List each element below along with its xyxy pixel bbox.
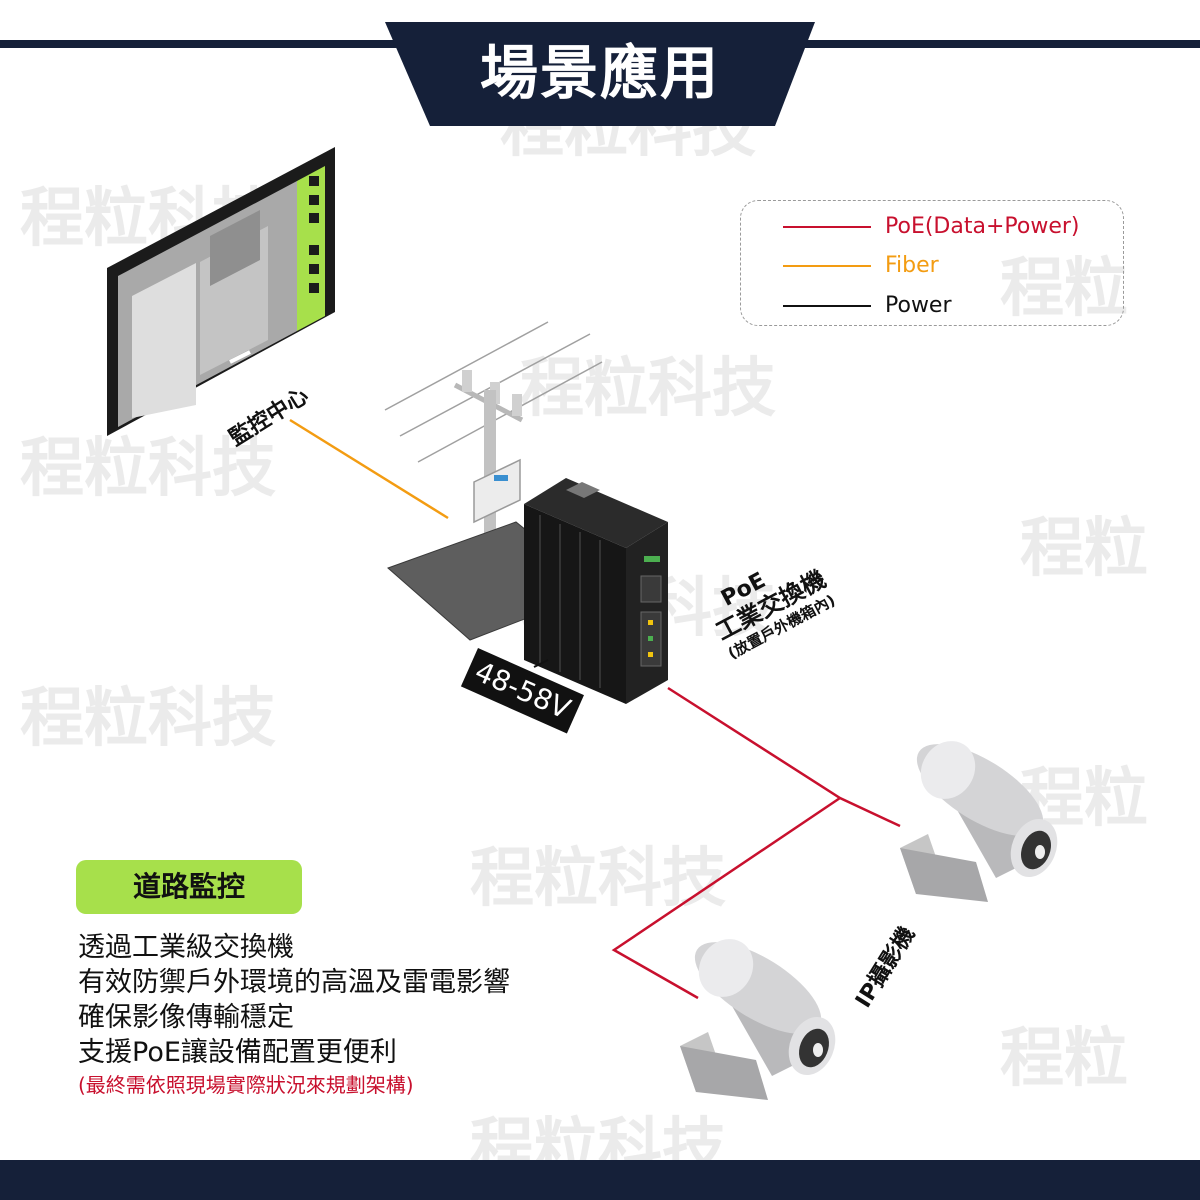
legend-swatch-fiber — [783, 265, 871, 267]
watermark: 程粒科技 — [20, 681, 276, 756]
description-note: (最終需依照現場實際狀況來規劃架構) — [78, 1073, 414, 1097]
power-link — [533, 659, 549, 668]
legend-label-power: Power — [885, 293, 952, 318]
poe-links — [611, 686, 901, 1000]
legend-item-fiber: Fiber — [783, 252, 1123, 280]
legend: PoE(Data+Power) Fiber Power — [740, 200, 1124, 326]
ip-camera-2 — [680, 939, 836, 1100]
legend-swatch-poe — [783, 226, 871, 228]
description-line: 確保影像傳輸穩定 — [78, 1002, 294, 1033]
page-title: 場景應用 — [479, 39, 720, 107]
monitor-display — [107, 147, 335, 436]
legend-label-fiber: Fiber — [885, 253, 939, 278]
legend-swatch-power — [783, 305, 871, 307]
watermark: 程粒科技 — [470, 841, 726, 916]
header-banner — [385, 22, 815, 126]
description-line: 有效防禦戶外環境的高溫及雷電影響 — [78, 967, 510, 998]
footer-bar — [0, 1160, 1200, 1200]
watermark: 程粒 — [1000, 1021, 1128, 1096]
legend-item-poe: PoE(Data+Power) — [783, 213, 1123, 241]
watermark: 程粒 — [1020, 511, 1148, 586]
description-line: 支援PoE讓設備配置更便利 — [78, 1037, 397, 1068]
legend-label-poe: PoE(Data+Power) — [885, 214, 1080, 239]
watermark: 程粒科技 — [20, 431, 276, 506]
scene-description: 透過工業級交換機 有效防禦戶外環境的高溫及雷電影響 確保影像傳輸穩定 支援PoE… — [78, 930, 638, 1100]
description-line: 透過工業級交換機 — [78, 932, 294, 963]
scene-tag: 道路監控 — [76, 860, 302, 914]
watermark: 程粒科技 — [520, 351, 776, 426]
poe-industrial-switch — [524, 478, 668, 704]
fiber-link — [289, 418, 449, 520]
ip-camera-1 — [900, 741, 1058, 902]
watermark-layer: 程粒科技 程粒科技 程粒科技 程粒科技 程粒科技 程粒科技 程粒科技 程粒 程粒… — [20, 91, 1148, 1186]
legend-item-power: Power — [783, 292, 1123, 320]
